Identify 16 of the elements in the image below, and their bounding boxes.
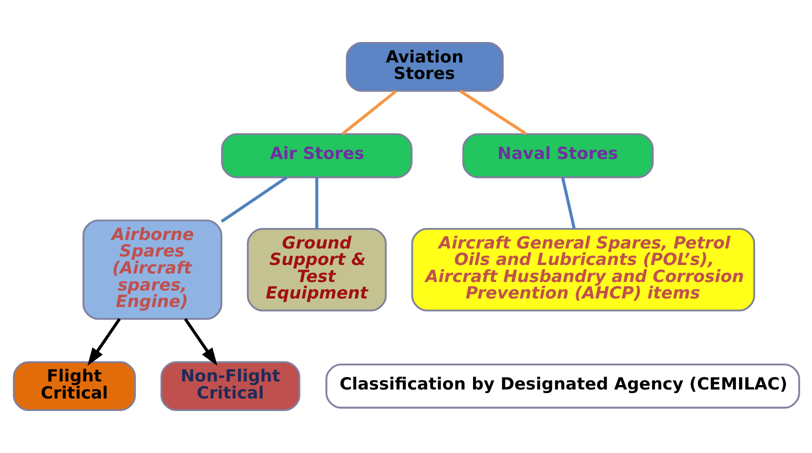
connector — [341, 90, 396, 136]
node-box: Air Stores — [220, 133, 412, 178]
node-box: Flight Critical — [12, 361, 136, 411]
connector — [314, 177, 318, 229]
node-box: Ground Support & Test Equipment — [246, 228, 386, 312]
node-box: Airborne Spares (Aircraft spares, Engine) — [82, 220, 222, 320]
connector — [560, 177, 576, 230]
node-box: Classification by Designated Agency (CEMILAC) — [325, 364, 800, 409]
node-box: Non-Flight Critical — [160, 361, 300, 411]
connector — [458, 90, 526, 136]
node-box: Naval Stores — [462, 133, 654, 178]
node-box: Aircraft General Spares, Petrol Oils and Lubricants (POL’s), Aircraft Husbandry and Corrosion Prevention (AHCP) items — [410, 228, 755, 312]
connector — [220, 176, 287, 223]
node-box: Aviation Stores — [345, 42, 504, 92]
arrow — [86, 318, 120, 366]
arrow — [184, 318, 217, 366]
